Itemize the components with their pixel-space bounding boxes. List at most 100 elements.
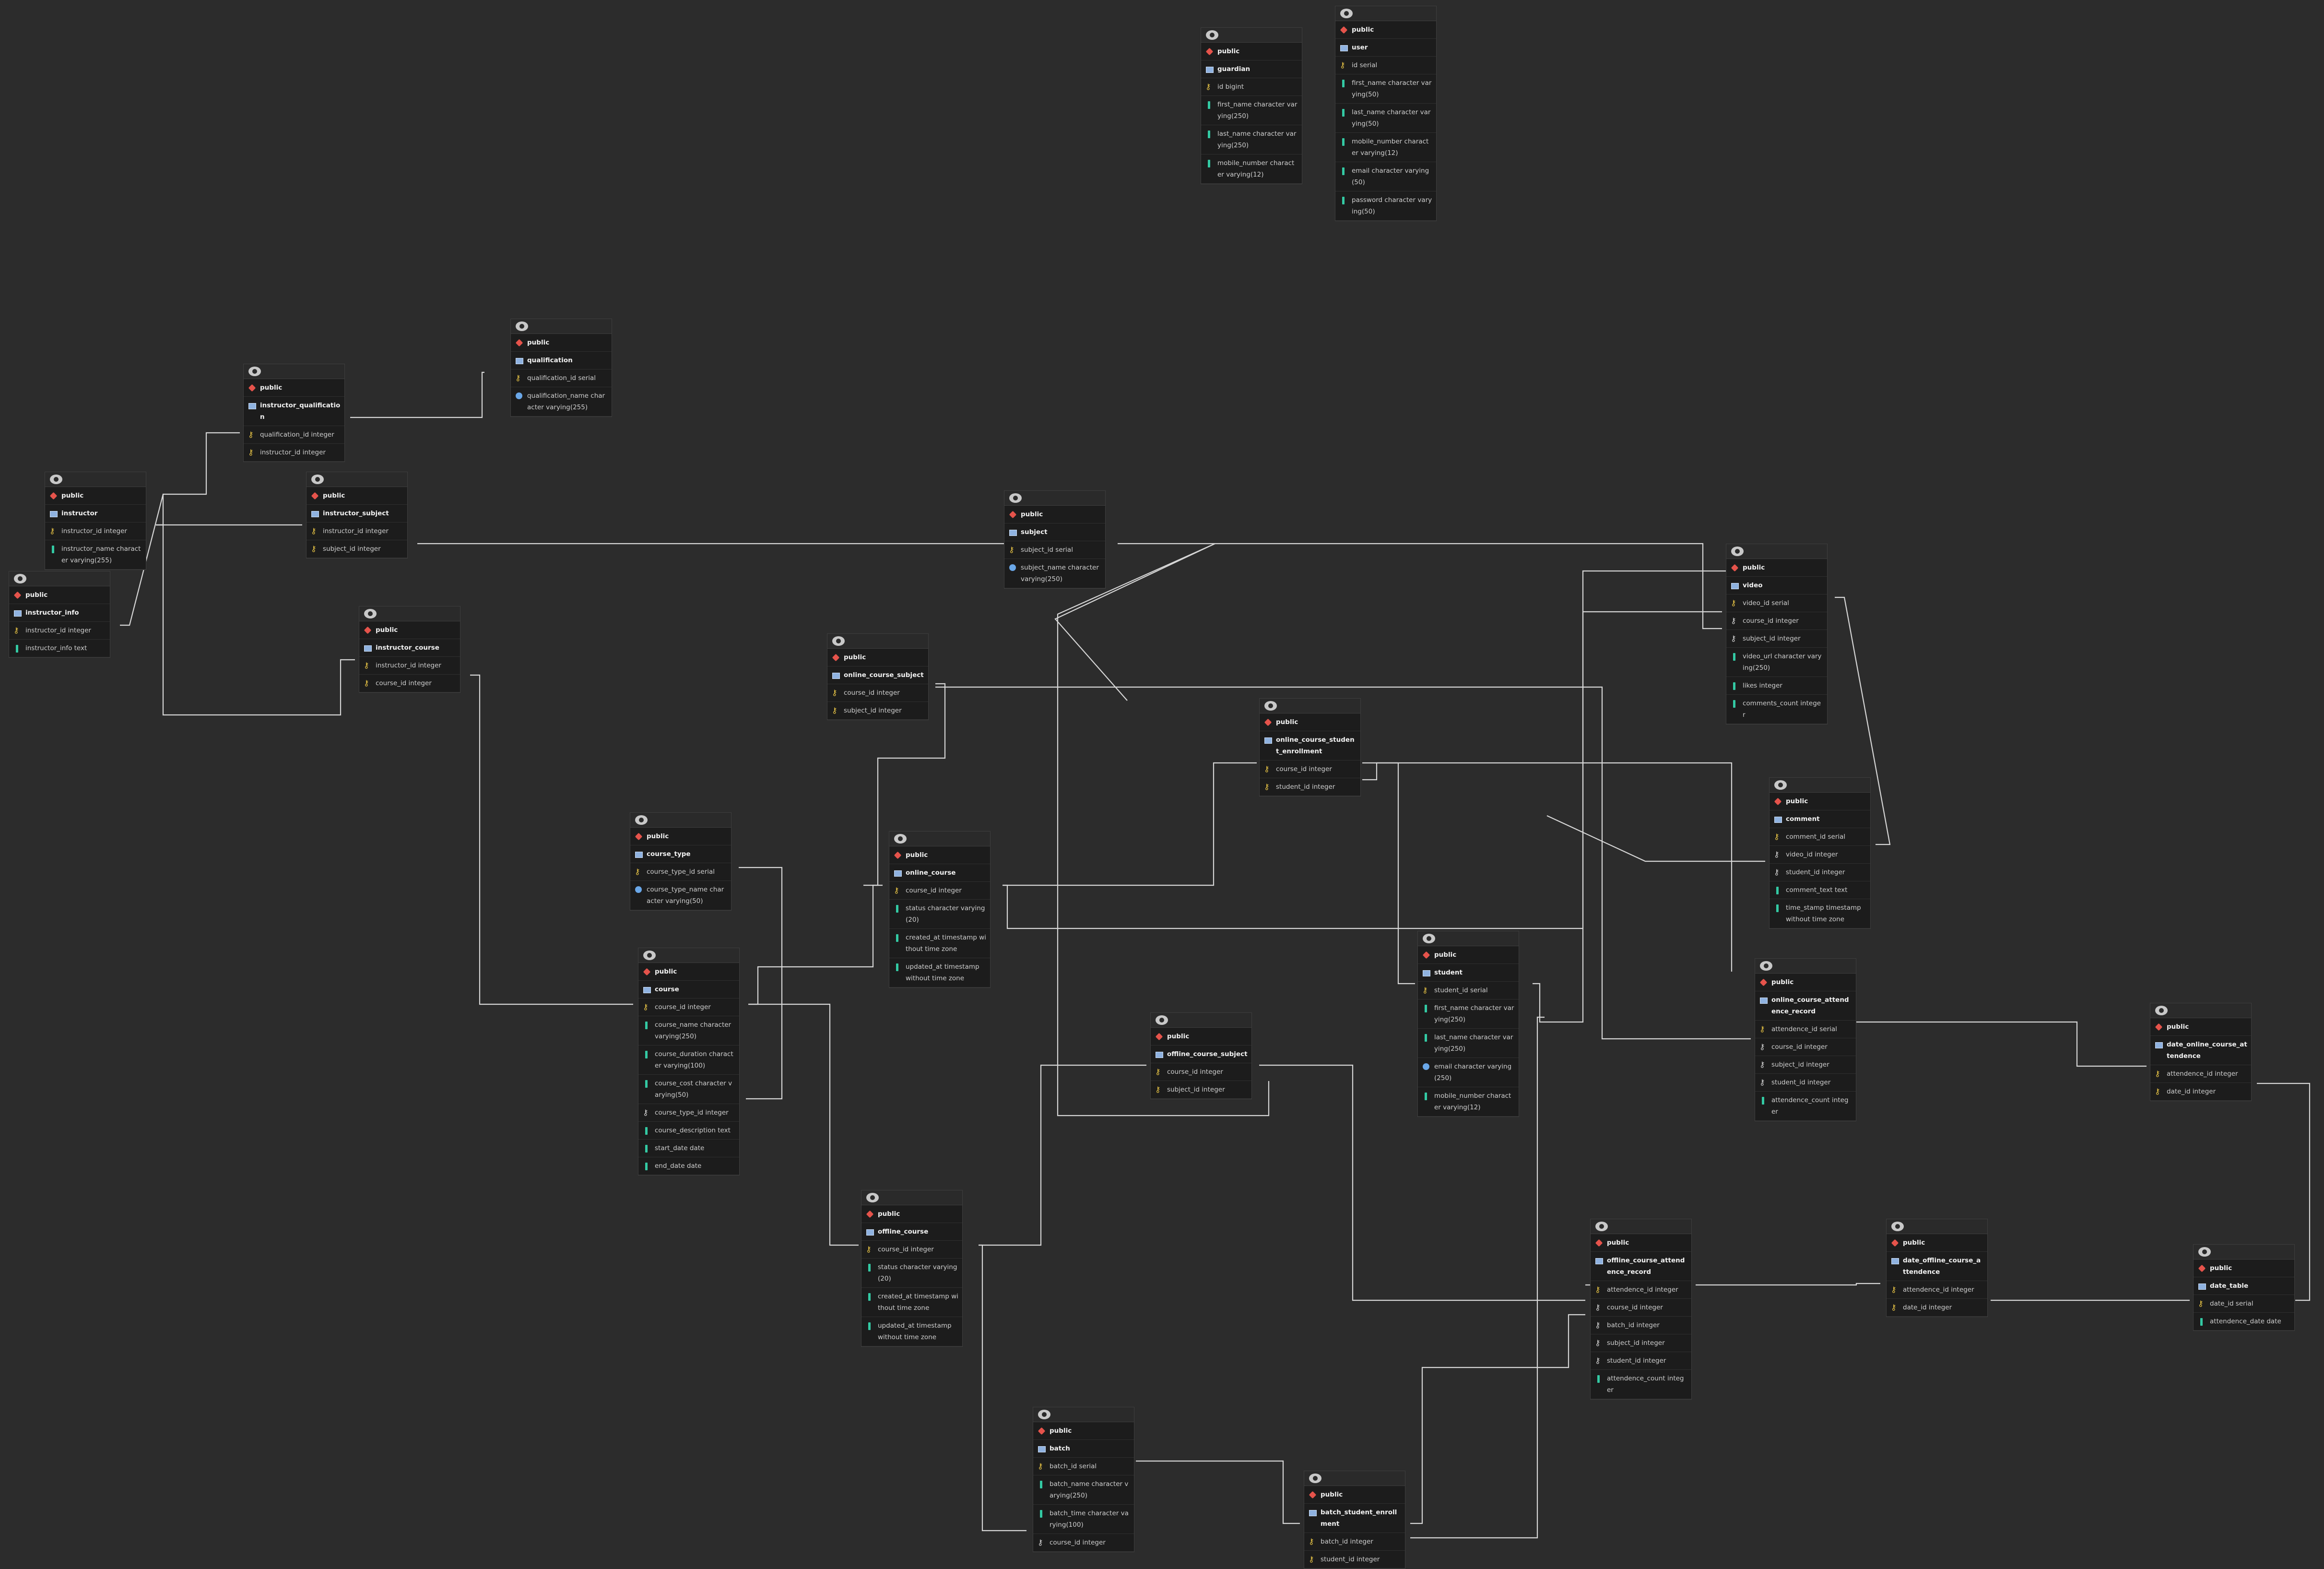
column-row-text: attendence_date date <box>2210 1318 2281 1325</box>
table-name: batch <box>1033 1440 1134 1458</box>
eye-icon[interactable] <box>14 574 26 583</box>
eye-icon[interactable] <box>1206 30 1218 40</box>
table-name: offline_course_attendence_record <box>1591 1252 1691 1281</box>
column-row-text: comment_id serial <box>1786 833 1846 841</box>
column-row-text: batch_time character varying(100) <box>1050 1510 1129 1529</box>
schema-name-text: public <box>1167 1033 1190 1040</box>
column-row-text: course_duration character varying(100) <box>655 1050 733 1070</box>
eye-icon[interactable] <box>1760 961 1772 971</box>
eye-icon[interactable] <box>516 321 528 331</box>
column-row: attendence_count integer <box>1755 1092 1856 1121</box>
table-icon <box>50 511 58 517</box>
column-row: status character varying(20) <box>861 1259 962 1288</box>
eye-icon[interactable] <box>866 1193 879 1202</box>
table-name: video <box>1726 577 1827 594</box>
eye-icon[interactable] <box>1423 934 1435 943</box>
column-row: ⚷student_id integer <box>1304 1551 1405 1569</box>
column-row: ⚷date_id serial <box>2194 1295 2294 1313</box>
eye-icon[interactable] <box>1891 1222 1904 1231</box>
column-icon <box>1776 887 1779 894</box>
schema-name-text: public <box>1771 978 1794 986</box>
eye-icon[interactable] <box>1009 493 1022 503</box>
table-name-text: instructor_info <box>25 609 79 617</box>
table-name: subject <box>1004 523 1105 541</box>
info-icon <box>635 886 642 893</box>
foreign-key-icon: ⚷ <box>643 1108 649 1117</box>
eye-icon[interactable] <box>2198 1247 2211 1257</box>
column-row-text: updated_at timestamp without time zone <box>878 1322 952 1341</box>
eye-icon[interactable] <box>311 475 324 484</box>
eye-icon[interactable] <box>894 834 907 844</box>
column-row: ⚷student_id integer <box>1591 1352 1691 1370</box>
eye-icon[interactable] <box>1156 1015 1168 1025</box>
column-row-text: email character varying(50) <box>1352 167 1429 186</box>
schema-icon <box>2155 1023 2163 1031</box>
column-row: likes integer <box>1726 677 1827 695</box>
column-row-text: video_id integer <box>1786 851 1838 858</box>
column-row-text: password character varying(50) <box>1352 196 1432 215</box>
schema-name: public <box>638 963 739 981</box>
eye-icon[interactable] <box>1038 1410 1050 1419</box>
table-header-bar <box>1201 28 1302 43</box>
schema-name: public <box>1004 506 1105 523</box>
table-icon <box>1340 45 1348 51</box>
eye-icon[interactable] <box>1309 1474 1321 1483</box>
column-row-text: student_id integer <box>1321 1556 1380 1563</box>
table-header-bar <box>1304 1471 1405 1486</box>
table-icon <box>1731 583 1739 589</box>
column-row: course_type_name character varying(50) <box>630 881 731 910</box>
eye-icon[interactable] <box>1340 9 1353 18</box>
eye-icon[interactable] <box>364 609 377 618</box>
schema-name-text: public <box>1352 26 1374 34</box>
column-row-text: comments_count integer <box>1743 700 1821 719</box>
eye-icon[interactable] <box>1595 1222 1608 1231</box>
relationship-line <box>156 524 355 716</box>
schema-name-text: public <box>527 339 550 346</box>
eye-icon[interactable] <box>1264 701 1277 711</box>
column-row-text: status character varying(20) <box>878 1263 957 1283</box>
primary-key-icon: ⚷ <box>2155 1069 2160 1078</box>
eye-icon[interactable] <box>643 951 656 960</box>
eye-icon[interactable] <box>248 367 261 376</box>
eye-icon[interactable] <box>2155 1006 2168 1015</box>
column-row-text: course_type_id serial <box>647 868 715 876</box>
table-icon <box>866 1229 874 1236</box>
table-name: date_table <box>2194 1277 2294 1295</box>
column-icon <box>896 934 898 942</box>
eye-icon[interactable] <box>635 815 648 825</box>
column-row: start_date date <box>638 1140 739 1157</box>
eye-icon[interactable] <box>1774 780 1787 790</box>
table-header-bar <box>638 948 739 963</box>
eye-icon[interactable] <box>50 475 62 484</box>
eye-icon[interactable] <box>1731 547 1744 556</box>
schema-name-text: public <box>1743 564 1765 571</box>
eye-icon[interactable] <box>832 636 845 646</box>
